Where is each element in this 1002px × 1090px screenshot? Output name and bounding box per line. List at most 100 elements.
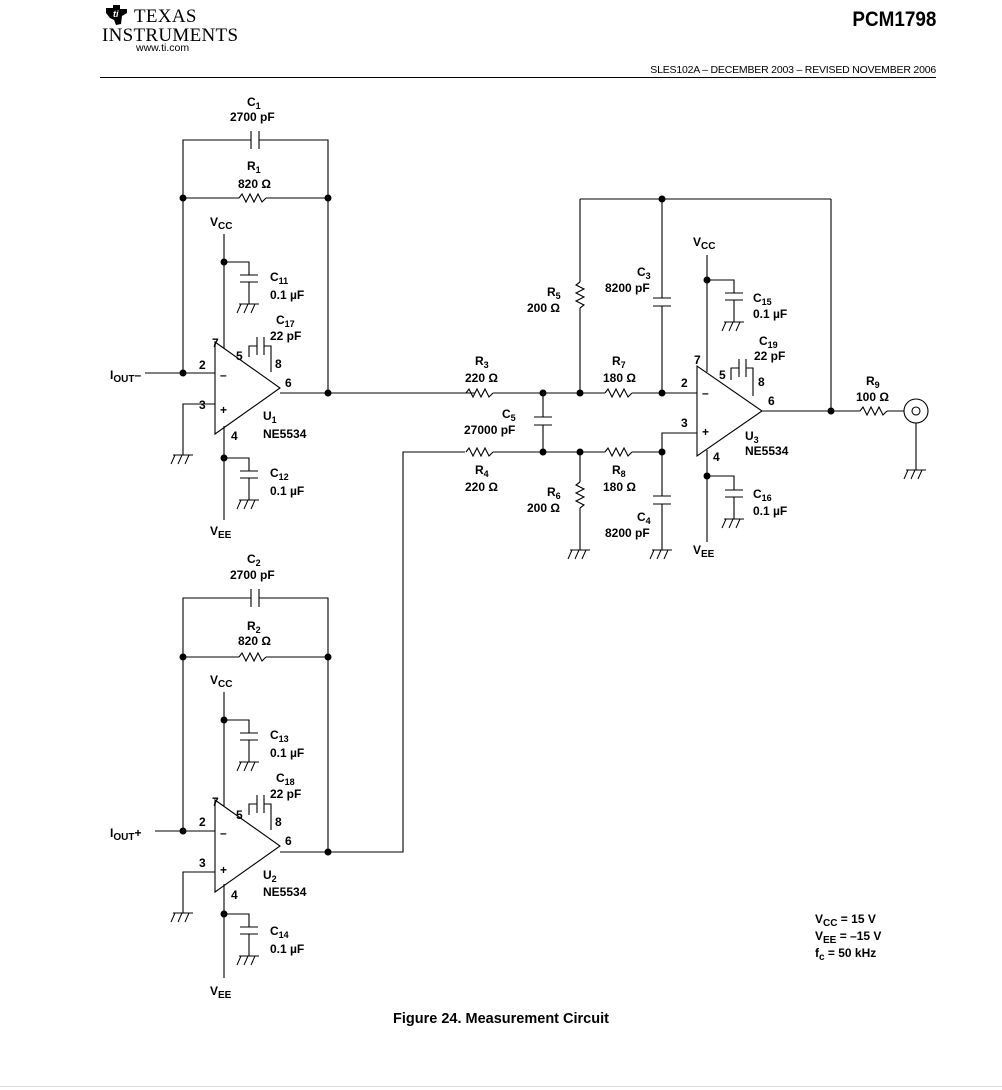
r1-value: 820 Ω <box>238 177 271 191</box>
ground-icon <box>236 761 260 772</box>
pin-7: 7 <box>694 353 701 367</box>
c15-label: C15 <box>753 291 772 307</box>
ground-icon <box>236 499 260 510</box>
c12-label: C12 <box>270 466 289 482</box>
pin-plus: + <box>220 403 227 417</box>
wire-c12 <box>224 457 250 471</box>
pin-6: 6 <box>285 376 292 390</box>
wire-c2 <box>182 597 251 657</box>
vee-label: VEE <box>210 524 232 541</box>
wire-u1-plus <box>182 403 215 455</box>
pin-4: 4 <box>713 450 720 464</box>
pin-4: 4 <box>231 888 238 902</box>
u2-label: U2 <box>263 868 277 884</box>
r3-resistor <box>465 387 494 399</box>
r3-value: 220 Ω <box>465 371 498 385</box>
wire-c1-r <box>259 139 329 198</box>
u1-value: NE5534 <box>263 427 307 441</box>
r3-label: R3 <box>475 354 489 370</box>
vee-label: VEE <box>693 543 715 560</box>
c5-value: 27000 pF <box>464 423 515 437</box>
r1-resistor <box>238 192 267 204</box>
c19-value: 22 pF <box>754 349 785 363</box>
note-fc: fc = 50 kHz <box>815 946 876 963</box>
pin-5: 5 <box>236 349 243 363</box>
wire-c11 <box>224 261 250 275</box>
r4-label: R4 <box>475 463 489 479</box>
r9-value: 100 Ω <box>856 390 889 404</box>
c16-label: C16 <box>753 487 772 503</box>
revision-line: SLES102A – DECEMBER 2003 – REVISED NOVEM… <box>650 64 936 76</box>
wire-c16 <box>707 475 735 490</box>
c2-label: C2 <box>247 552 261 568</box>
wire-c18-r <box>264 803 272 830</box>
output-connector-outer <box>903 398 929 424</box>
vee-label: VEE <box>210 984 232 1001</box>
wire-c19-l <box>730 367 739 380</box>
part-number: PCM1798 <box>851 8 936 31</box>
pin-6: 6 <box>768 394 775 408</box>
r9-resistor <box>859 405 888 417</box>
c18-value: 22 pF <box>270 787 301 801</box>
wire-r8-out <box>632 432 697 453</box>
r7-value: 180 Ω <box>603 371 636 385</box>
note-vcc: VCC = 15 V <box>815 912 876 929</box>
note-vee: VEE = –15 V <box>815 929 881 946</box>
c1-value: 2700 pF <box>230 110 275 124</box>
page-bottom-rule <box>0 1086 1002 1087</box>
ground-icon <box>236 303 260 314</box>
r5-value: 200 Ω <box>527 301 560 315</box>
logo-text-instruments: INSTRUMENTS <box>102 25 239 46</box>
pin-4: 4 <box>231 429 238 443</box>
c18-label: C18 <box>276 771 295 787</box>
c14-value: 0.1 µF <box>270 942 304 956</box>
r4-value: 220 Ω <box>465 480 498 494</box>
r8-label: R8 <box>612 463 626 479</box>
pin-6: 6 <box>285 834 292 848</box>
u3-opamp <box>696 364 763 458</box>
wire-c17-r <box>264 345 272 372</box>
pin-3: 3 <box>681 416 688 430</box>
ground-icon <box>567 549 591 560</box>
iout-plus-label: IOUT+ <box>110 826 141 843</box>
r2-resistor <box>238 651 267 663</box>
ground-icon <box>721 321 745 332</box>
r1-label: R1 <box>247 159 261 175</box>
c12-value: 0.1 µF <box>270 484 304 498</box>
wire-c19-r <box>746 367 754 396</box>
pin-2: 2 <box>199 815 206 829</box>
pin-minus: – <box>702 386 709 400</box>
logo-url: www.ti.com <box>136 42 190 54</box>
output-connector-inner <box>911 406 921 416</box>
c3-label: C3 <box>637 265 651 281</box>
ground-icon <box>236 955 260 966</box>
r2-value: 820 Ω <box>238 634 271 648</box>
wire-c13 <box>224 719 250 733</box>
u2-value: NE5534 <box>263 885 307 899</box>
c15-value: 0.1 µF <box>753 307 787 321</box>
c11-value: 0.1 µF <box>270 288 304 302</box>
pin-7: 7 <box>212 336 219 350</box>
svg-text:ti: ti <box>113 9 119 19</box>
r8-value: 180 Ω <box>603 480 636 494</box>
ground-icon <box>721 518 745 529</box>
ground-icon <box>170 454 194 465</box>
r5-label: R5 <box>547 285 561 301</box>
vcc-label: VCC <box>693 235 715 252</box>
vcc-label: VCC <box>210 215 232 232</box>
pin-minus: – <box>220 368 227 382</box>
ground-icon <box>649 549 673 560</box>
pin-7: 7 <box>212 795 219 809</box>
c14-label: C14 <box>270 924 289 940</box>
r7-resistor <box>604 387 633 399</box>
ground-icon <box>903 469 927 480</box>
logo-text-texas: TEXAS <box>134 6 197 27</box>
r6-value: 200 Ω <box>527 501 560 515</box>
ti-logo: ti TEXAS INSTRUMENTS www.ti.com <box>100 2 240 54</box>
c17-value: 22 pF <box>270 329 301 343</box>
u1-label: U1 <box>263 409 277 425</box>
wire-c18-l <box>248 803 257 815</box>
pin-3: 3 <box>199 398 206 412</box>
r5-resistor <box>574 281 586 309</box>
